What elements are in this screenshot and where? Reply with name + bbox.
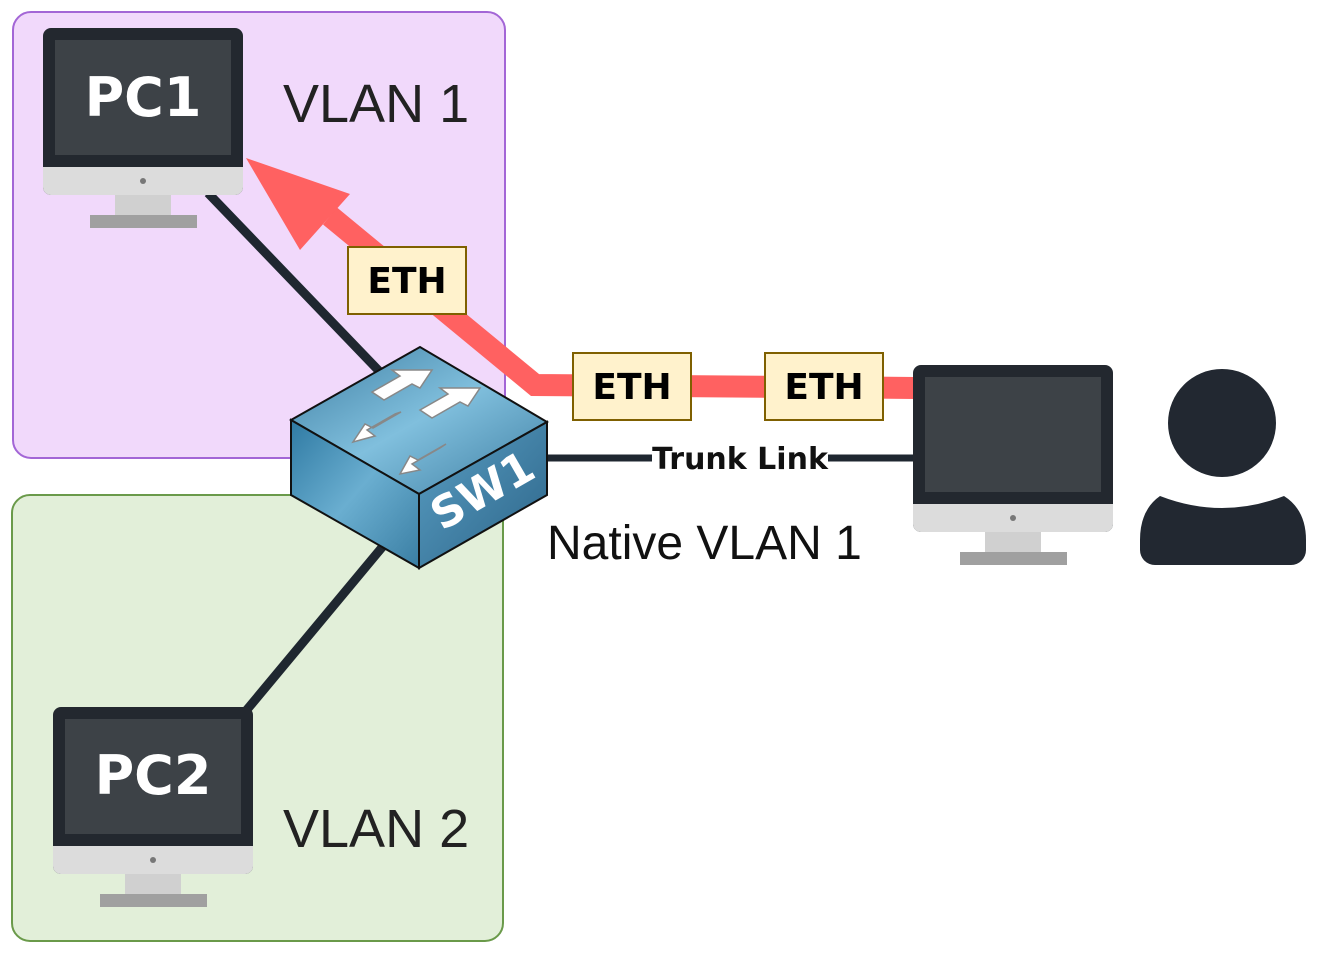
eth-frame: ETH: [347, 246, 467, 315]
eth-frame: ETH: [764, 352, 884, 421]
native-vlan-label: Native VLAN 1: [547, 517, 862, 570]
attacker-user-icon: [1140, 369, 1306, 565]
vlan2-label: VLAN 2: [283, 799, 469, 859]
link-pc1-sw1: [204, 189, 384, 376]
svg-text:ETH: ETH: [592, 367, 671, 408]
attacker-monitor-icon: [913, 365, 1113, 565]
sw1-switch-icon: [288, 345, 550, 570]
svg-text:ETH: ETH: [367, 261, 446, 302]
eth-frame: ETH: [572, 352, 692, 421]
link-pc2-sw1: [241, 542, 388, 715]
trunk-link-label: Trunk Link: [652, 442, 829, 477]
vlan1-label: VLAN 1: [283, 74, 469, 134]
attack-arrowhead: [246, 158, 350, 250]
pc2-label: PC2: [95, 744, 212, 807]
svg-text:ETH: ETH: [784, 367, 863, 408]
pc1-label: PC1: [85, 66, 202, 129]
